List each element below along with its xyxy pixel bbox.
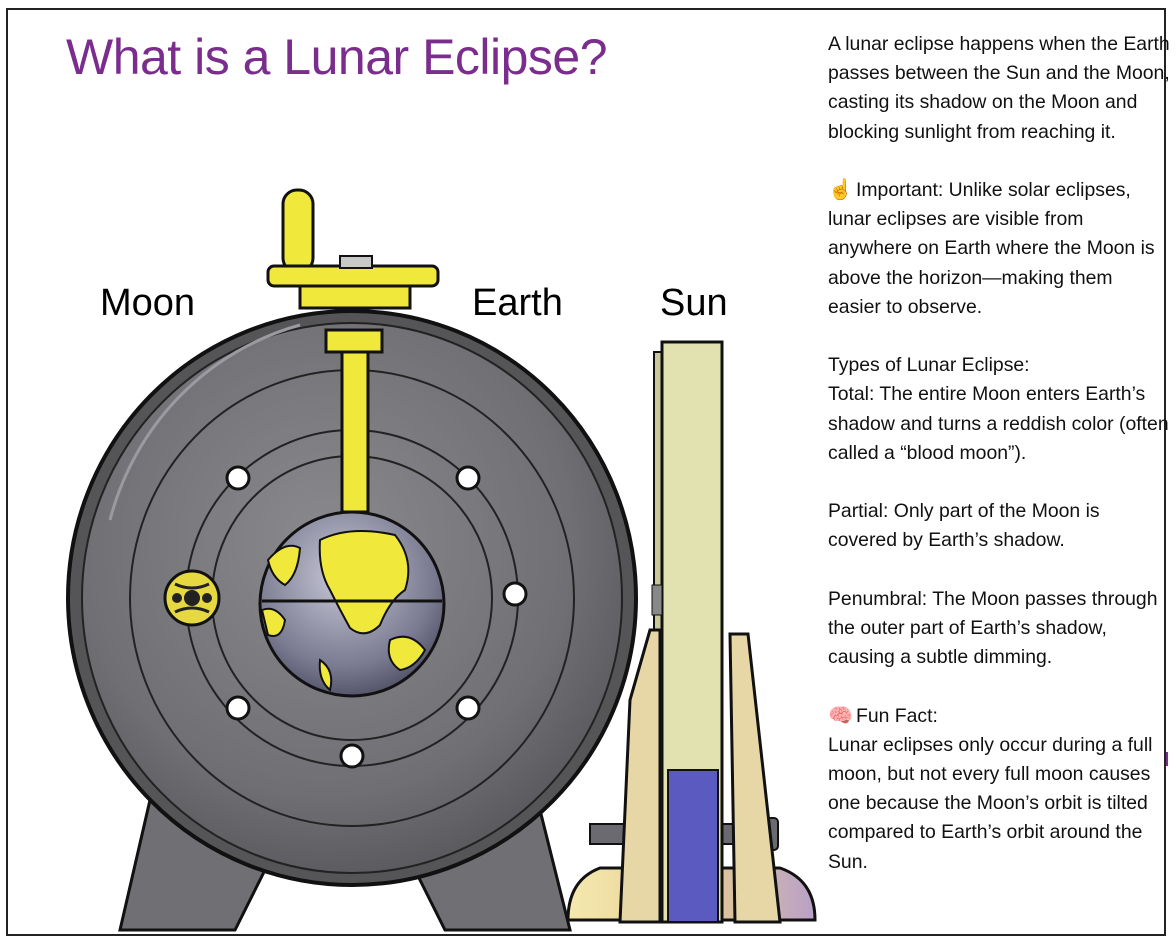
important-text: Important: Unlike solar eclipses, lunar … [828, 179, 1155, 318]
types-heading: Types of Lunar Eclipse: [828, 354, 1030, 377]
brain-icon: 🧠 [828, 704, 853, 727]
edge-accent-mark [1166, 752, 1168, 766]
funfact-heading: Fun Fact: [856, 704, 938, 727]
moon-label: Moon [100, 282, 196, 324]
explanation-text: A lunar eclipse happens when the Earth p… [828, 30, 1170, 877]
crank-handle [266, 188, 440, 514]
penumbral-paragraph: Penumbral: The Moon passes through the o… [828, 587, 1158, 669]
sun-label: Sun [660, 282, 728, 324]
sun-assembly [566, 340, 817, 924]
important-paragraph: ☝Important: Unlike solar eclipses, lunar… [828, 176, 1170, 322]
intro-paragraph: A lunar eclipse happens when the Earth p… [828, 33, 1170, 143]
funfact-paragraph: Lunar eclipses only occur during a full … [828, 733, 1153, 873]
total-paragraph: Total: The entire Moon enters Earth’s sh… [828, 383, 1169, 464]
eclipse-model-diagram [66, 188, 817, 932]
orbit-ring-holes [225, 465, 528, 769]
partial-paragraph: Partial: Only part of the Moon is covere… [828, 500, 1100, 552]
earth-label: Earth [472, 282, 563, 324]
pointing-up-icon: ☝ [828, 179, 853, 201]
earth-globe [258, 510, 446, 698]
page-title: What is a Lunar Eclipse? [66, 29, 608, 85]
funfact-heading-line: 🧠Fun Fact: [828, 702, 1170, 731]
moon-ball [163, 569, 221, 627]
